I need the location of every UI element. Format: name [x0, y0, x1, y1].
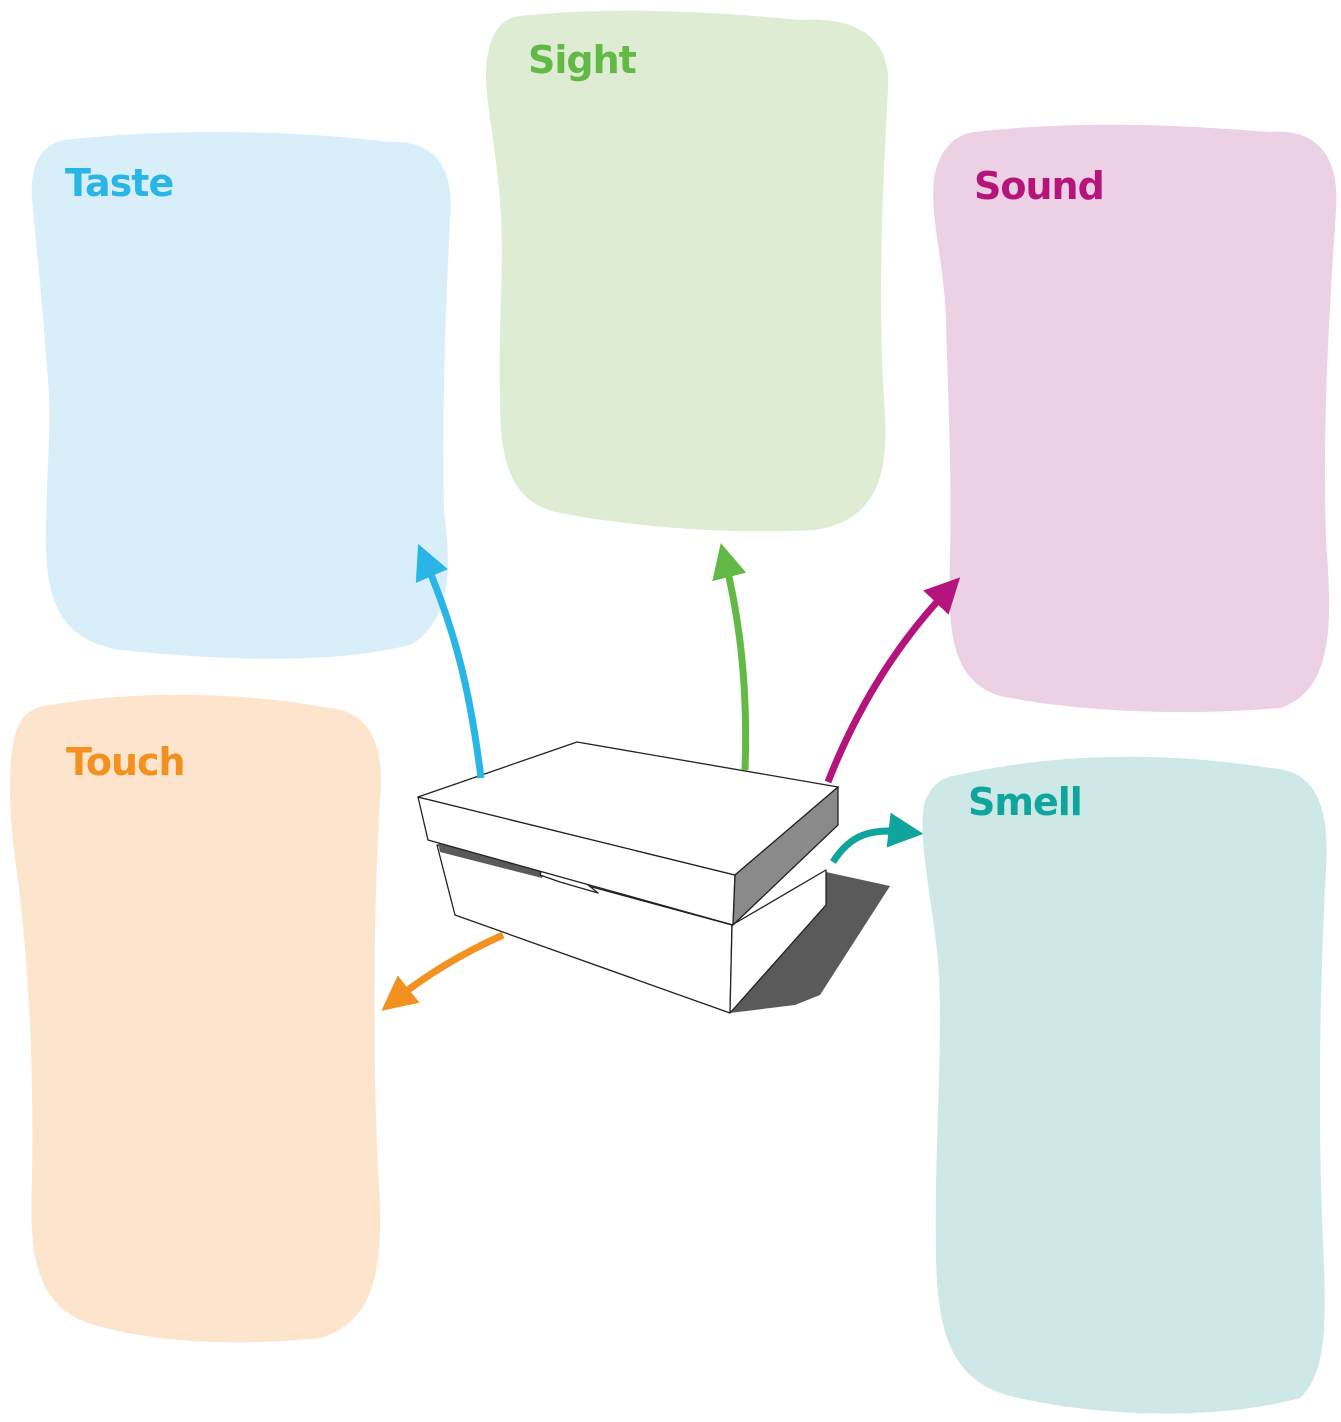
- smell-panel: Smell: [922, 756, 1327, 1414]
- shoebox-icon: [417, 741, 890, 1014]
- taste-panel-shape: [31, 131, 451, 659]
- taste-panel: Taste: [31, 131, 451, 659]
- touch-panel: Touch: [9, 694, 381, 1343]
- sound-label: Sound: [974, 164, 1104, 208]
- touch-label: Touch: [66, 740, 185, 784]
- arrow-to-taste: [415, 543, 485, 779]
- smell-label: Smell: [968, 780, 1082, 824]
- box-lid-side: [732, 785, 839, 927]
- box-base-side: [729, 869, 827, 1014]
- arrow-to-sight: [712, 543, 750, 771]
- sight-label: Sight: [528, 38, 637, 82]
- sight-panel: Sight: [485, 10, 889, 532]
- sound-panel: Sound: [933, 124, 1337, 712]
- smell-panel-shape: [922, 756, 1327, 1414]
- sight-panel-shape: [485, 10, 889, 532]
- arrow-to-smell: [830, 812, 924, 864]
- arrow-to-touch: [381, 931, 505, 1011]
- arrow-to-sound: [824, 577, 961, 784]
- sound-panel-shape: [933, 124, 1337, 712]
- taste-label: Taste: [65, 161, 173, 205]
- touch-panel-shape: [9, 694, 381, 1343]
- box-inner-shadow: [438, 842, 545, 878]
- box-shadow: [730, 872, 890, 1013]
